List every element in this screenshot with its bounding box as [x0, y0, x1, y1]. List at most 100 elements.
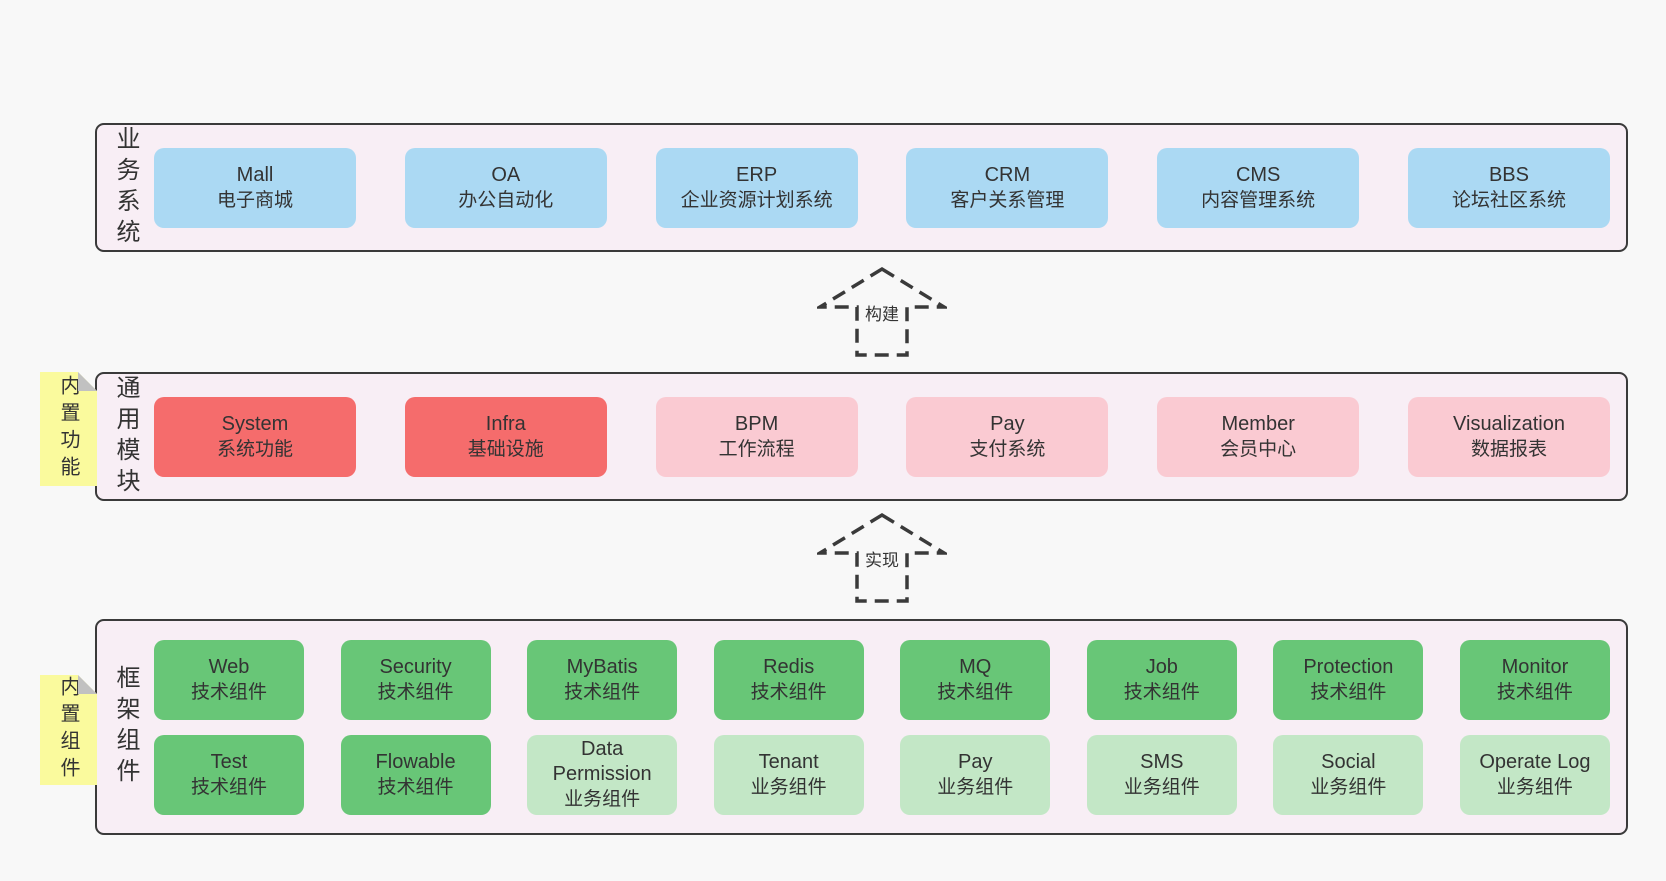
layer-title-framework-components: 框架组件: [112, 665, 139, 789]
sticky-tag-builtin-components: 内置组件: [40, 675, 97, 785]
module-name: Social: [1321, 750, 1376, 773]
module-box-data-permission: Data Permission 业务组件: [527, 734, 678, 815]
sticky-tag-label: 内置功能: [57, 375, 79, 483]
module-name: ERP: [736, 163, 778, 186]
module-name: Protection: [1303, 655, 1394, 678]
module-subtitle: 业务组件: [937, 776, 1014, 798]
build-arrow: 构建: [817, 266, 947, 358]
module-name: Infra: [485, 412, 526, 435]
dashed-up-arrow-icon: [817, 266, 947, 357]
module-subtitle: 业务组件: [564, 789, 641, 810]
build-arrow-label: 构建: [860, 302, 904, 328]
module-subtitle: 论坛社区系统: [1451, 189, 1566, 211]
module-name: SMS: [1140, 750, 1184, 773]
module-subtitle: 业务组件: [1310, 776, 1387, 798]
module-name: System: [221, 412, 289, 435]
module-box-pay: Pay 业务组件: [900, 734, 1051, 815]
module-subtitle: 技术组件: [937, 681, 1014, 703]
module-box-mq: MQ 技术组件: [900, 639, 1051, 720]
implement-arrow-label: 实现: [860, 548, 904, 574]
module-name: CRM: [984, 163, 1031, 186]
module-subtitle: 业务组件: [750, 776, 827, 798]
module-name: Member: [1221, 412, 1295, 435]
module-box-sms: SMS 业务组件: [1086, 734, 1237, 815]
module-box-member: Member 会员中心: [1157, 396, 1360, 477]
module-box-security: Security 技术组件: [340, 639, 491, 720]
module-subtitle: 数据报表: [1470, 438, 1547, 460]
module-subtitle: 技术组件: [190, 681, 267, 703]
module-subtitle: 内容管理系统: [1201, 189, 1316, 211]
module-name: Pay: [990, 412, 1025, 435]
module-name: Web: [208, 655, 250, 678]
module-name: Data Permission: [552, 738, 652, 785]
dashed-up-arrow-icon: [817, 512, 947, 603]
layer-title-common-modules: 通用模块: [112, 374, 139, 499]
module-box-bpm: BPM 工作流程: [655, 396, 858, 477]
module-box-operate-log: Operate Log 业务组件: [1459, 734, 1610, 815]
module-name: BPM: [734, 412, 779, 435]
module-subtitle: 业务组件: [1123, 776, 1200, 798]
sticky-tag-builtin-features: 内置功能: [40, 372, 97, 486]
module-box-erp: ERP 企业资源计划系统: [655, 147, 858, 228]
module-box-tenant: Tenant 业务组件: [713, 734, 864, 815]
module-name: BBS: [1488, 163, 1529, 186]
module-box-cms: CMS 内容管理系统: [1157, 147, 1360, 228]
layer-title-business-systems: 业务系统: [112, 125, 139, 250]
module-name: Test: [210, 750, 248, 773]
module-box-redis: Redis 技术组件: [713, 639, 864, 720]
module-name: Operate Log: [1479, 750, 1591, 773]
module-name: Job: [1145, 655, 1178, 678]
module-box-test: Test 技术组件: [154, 734, 304, 815]
module-box-crm: CRM 客户关系管理: [906, 147, 1109, 228]
module-name: Redis: [763, 655, 815, 678]
module-subtitle: 技术组件: [750, 681, 827, 703]
module-name: MyBatis: [566, 655, 638, 678]
module-name: Pay: [958, 750, 993, 773]
module-subtitle: 技术组件: [377, 681, 454, 703]
folded-corner-icon: [78, 675, 97, 694]
module-subtitle: 技术组件: [1496, 681, 1573, 703]
module-name: MQ: [959, 655, 992, 678]
module-subtitle: 客户关系管理: [950, 189, 1065, 211]
module-name: Tenant: [758, 750, 819, 773]
module-box-social: Social 业务组件: [1273, 734, 1424, 815]
module-name: CMS: [1235, 163, 1281, 186]
folded-corner-icon: [78, 372, 97, 391]
module-subtitle: 技术组件: [190, 776, 267, 798]
module-name: Mall: [236, 163, 274, 186]
module-subtitle: 系统功能: [216, 438, 293, 460]
module-box-system: System 系统功能: [154, 396, 356, 477]
implement-arrow: 实现: [817, 512, 947, 604]
module-subtitle: 会员中心: [1220, 438, 1297, 460]
module-name: Security: [379, 655, 452, 678]
module-box-bbs: BBS 论坛社区系统: [1407, 147, 1610, 228]
module-box-protection: Protection 技术组件: [1273, 639, 1424, 720]
module-name: OA: [491, 163, 521, 186]
module-subtitle: 企业资源计划系统: [680, 189, 833, 211]
sticky-tag-label: 内置组件: [57, 676, 79, 784]
module-name: Visualization: [1453, 412, 1565, 435]
module-subtitle: 工作流程: [718, 438, 795, 460]
module-box-pay: Pay 支付系统: [906, 396, 1109, 477]
module-subtitle: 支付系统: [969, 438, 1046, 460]
module-box-visualization: Visualization 数据报表: [1407, 396, 1610, 477]
module-subtitle: 业务组件: [1496, 776, 1573, 798]
module-subtitle: 技术组件: [1310, 681, 1387, 703]
module-name: Flowable: [375, 750, 456, 773]
